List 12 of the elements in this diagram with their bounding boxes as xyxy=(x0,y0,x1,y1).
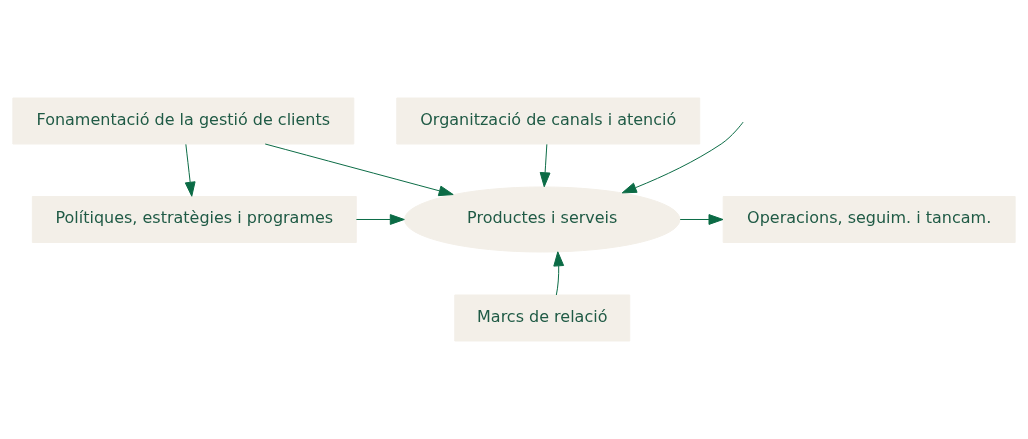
arrow xyxy=(621,121,744,194)
arrow xyxy=(355,214,405,225)
node-box: Organització de canals i atenció xyxy=(396,97,701,145)
arrow xyxy=(264,143,454,197)
node-box: Fonamentació de la gestió de clients xyxy=(12,97,355,145)
node-box: Polítiques, estratègies i programes xyxy=(31,196,357,243)
arrow xyxy=(553,251,565,296)
node-box: Marcs de relació xyxy=(454,294,631,342)
arrow xyxy=(679,214,724,225)
arrow xyxy=(184,143,196,197)
arrow xyxy=(539,143,551,188)
node-box: Operacions, seguim. i tancam. xyxy=(722,196,1016,243)
